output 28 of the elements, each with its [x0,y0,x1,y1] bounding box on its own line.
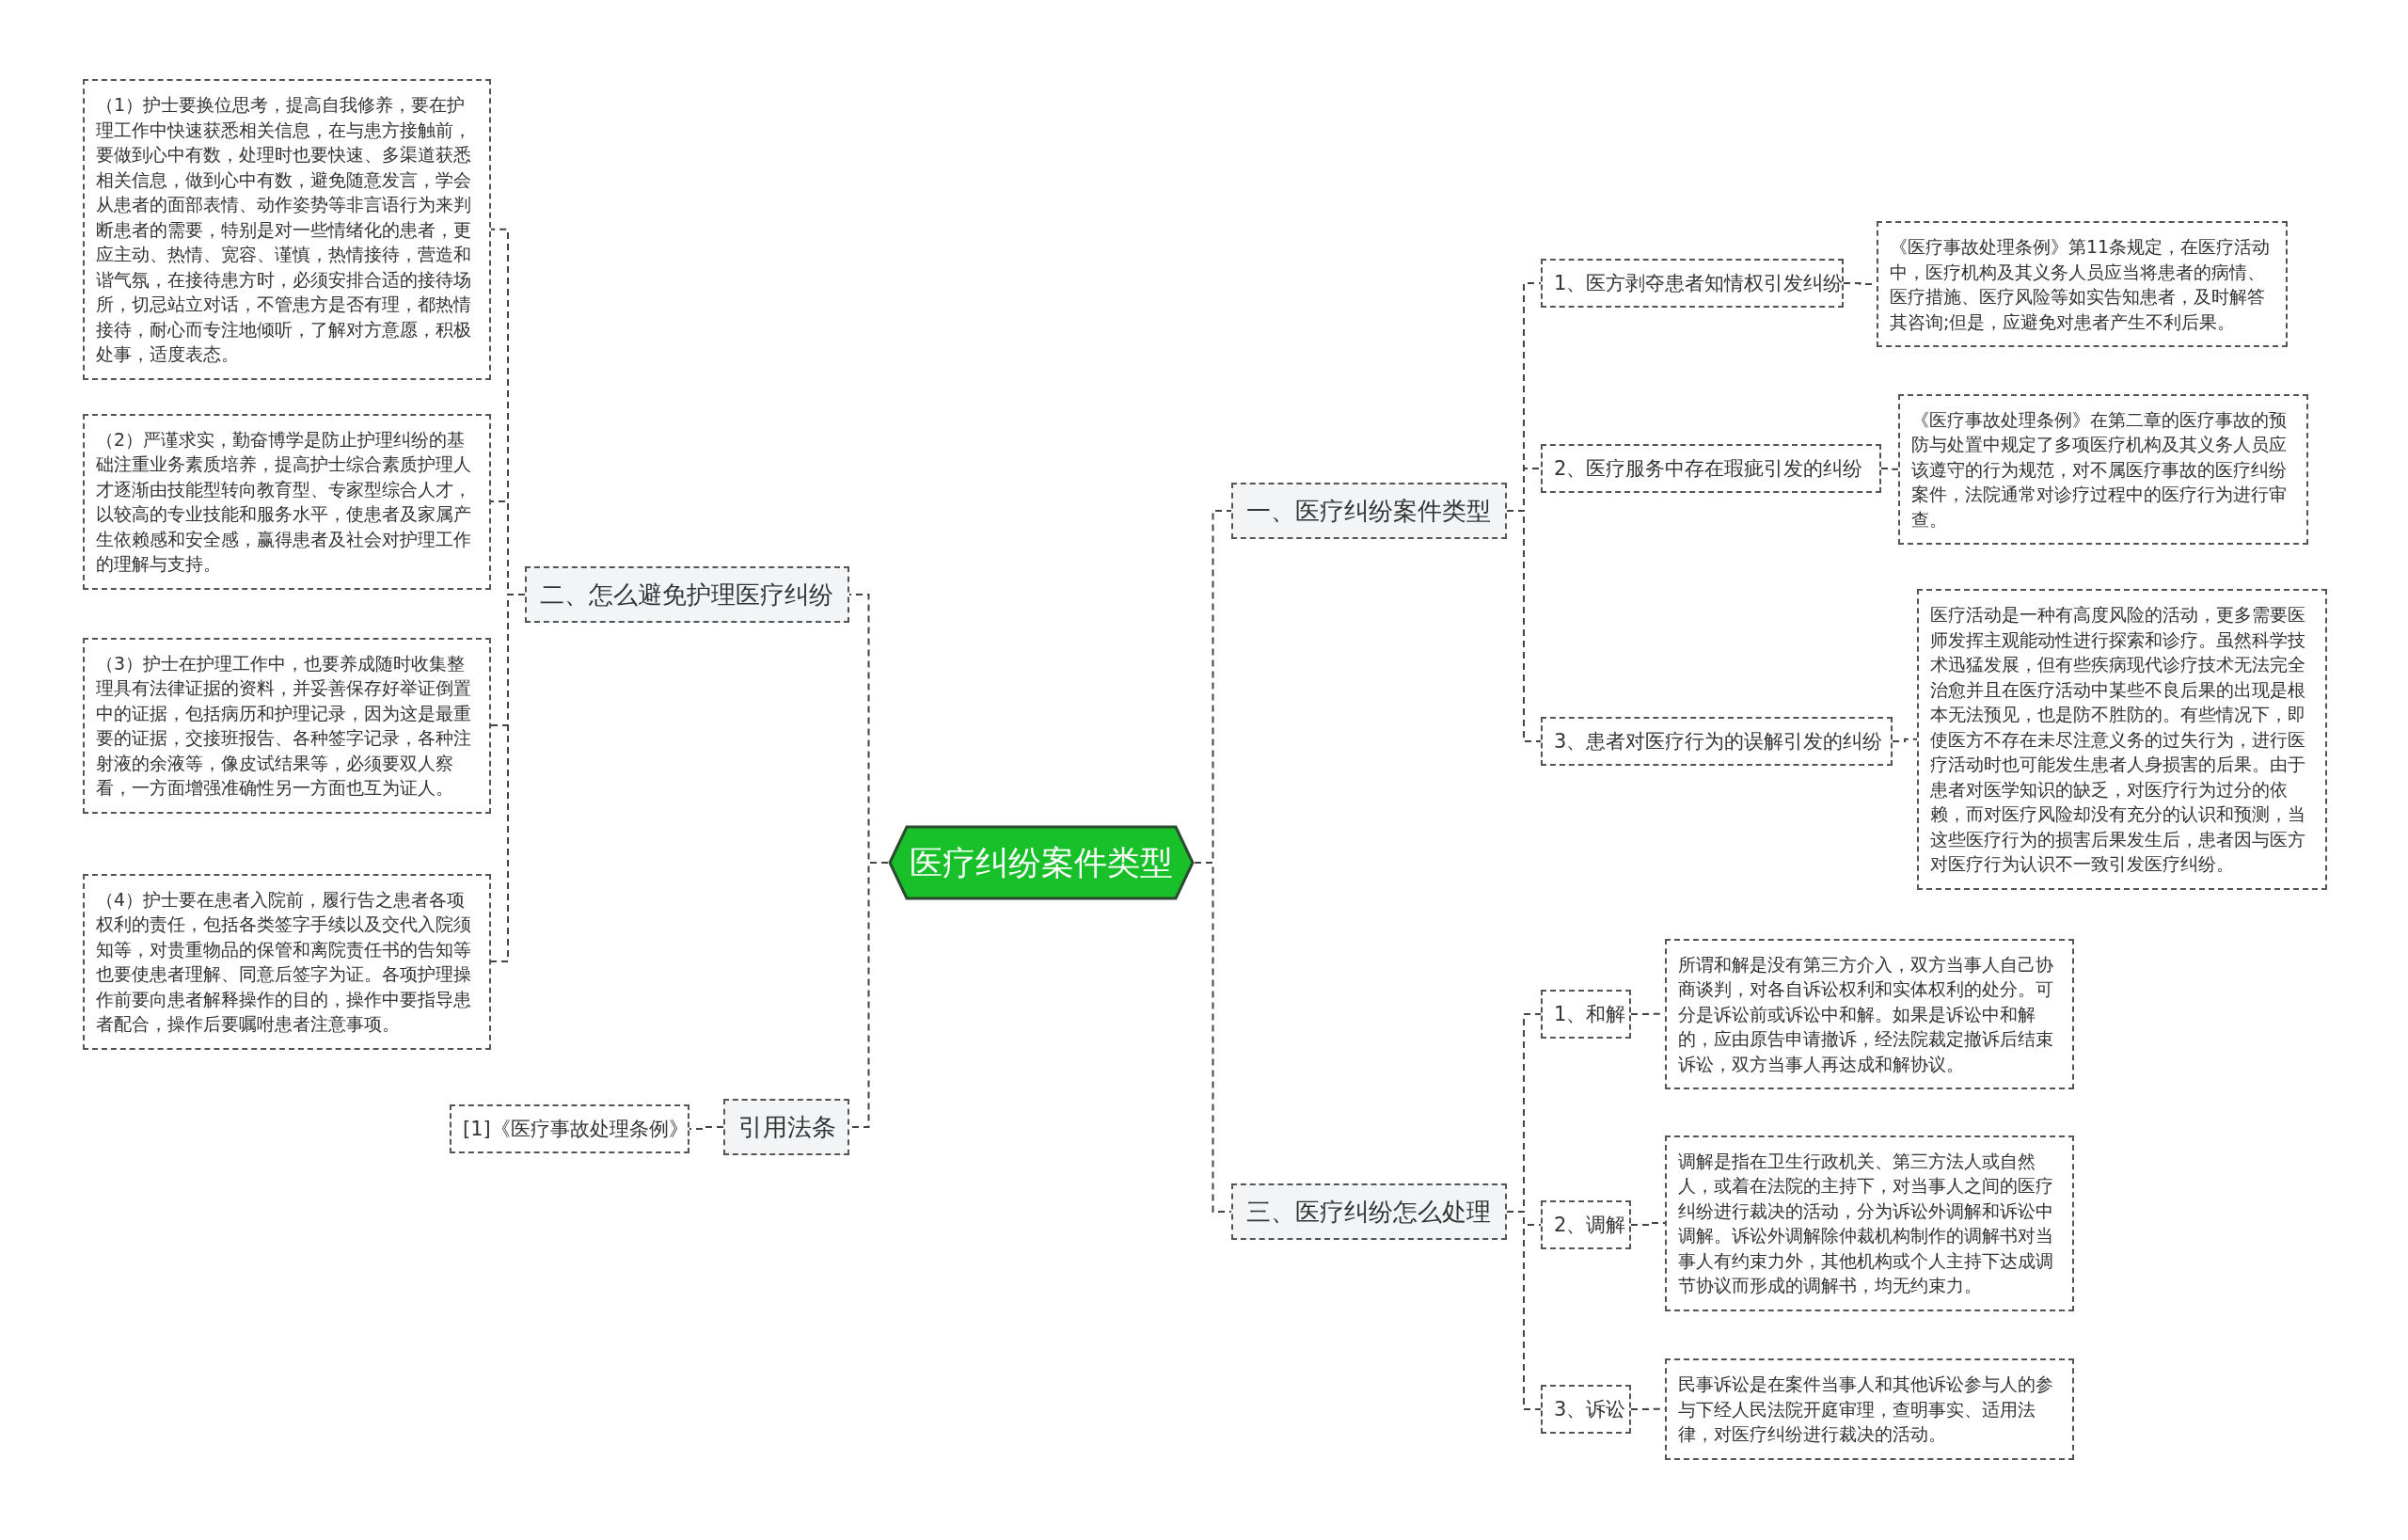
subtopic-box: 1、和解 [1541,990,1631,1039]
note-box: 所谓和解是没有第三方介入，双方当事人自己协商谈判，对各自诉讼权利和实体权利的处分。可分是诉讼前或诉讼中和解。如果是诉讼中和解的，应由原告申请撤诉，经法院裁定撤诉后结束诉讼，双方当事人再达成和解协议。 [1665,938,2074,1089]
branch-topic: 引用法条 [723,1099,849,1155]
connector-line [1506,510,1542,742]
subtopic-box: 2、医疗服务中存在瑕疵引发的纠纷 [1541,444,1881,493]
subtopic-box: 3、诉讼 [1541,1385,1631,1434]
note-box: （4）护士要在患者入院前，履行告之患者各项权利的责任，包括各类签字手续以及交代入院须知等，对贵重物品的保管和离院责任书的告知等也要使患者理解、同意后签字为证。各项护理操作前要向患者解释操作的目的，操作中要指导患者配合，操作后要嘱咐患者注意事项。 [83,873,491,1050]
subtopic-box: 1、医方剥夺患者知情权引发纠纷 [1541,259,1844,308]
note-box: 民事诉讼是在案件当事人和其他诉讼参与人的参与下经人民法院开庭审理，查明事实、适用法律，对医疗纠纷进行裁决的活动。 [1665,1358,2074,1460]
central-topic: 医疗纠纷案件类型 [888,825,1195,900]
connector-line [1506,1211,1542,1410]
note-box: 《医疗事故处理条例》在第二章的医疗事故的预防与处置中规定了多项医疗机构及其义务人员应该遵守的行为规范，对不属医疗事故的医疗纠纷案件，法院通常对诊疗过程中的医疗行为进行审查。 [1898,393,2308,545]
subtopic-box: 2、调解 [1541,1200,1631,1249]
note-box: 《医疗事故处理条例》第11条规定，在医疗活动中，医疗机构及其义务人员应当将患者的病情、医疗措施、医疗风险等如实告知患者，及时解答其咨询;但是，应避免对患者产生不利后果。 [1877,221,2288,347]
connector-line [689,1126,724,1130]
subtopic-box: 3、患者对医疗行为的误解引发的纠纷 [1541,717,1893,766]
branch-topic: 一、医疗纠纷案件类型 [1231,483,1507,539]
connector-line [1630,1222,1666,1226]
connector-line [1892,738,1918,742]
note-box: （1）护士要换位思考，提高自我修养，要在护理工作中快速获悉相关信息，在与患方接触前，要做到心中有数，处理时也要快速、多渠道获悉相关信息，做到心中有数，避免随意发言，学会从患者的面部表情、动作姿势等非言语行为来判断患者的需要，特别是对一些情绪化的患者，更应主动、热情、宽容、谨慎，热情接待，营造和谐气氛，在接待患方时，必须安排合适的接待场所，切忌站立对话，不管患方是否有理，都热情接待，耐心而专注地倾听，了解对方意愿，积极处事，适度表态。 [83,79,491,380]
note-box: 调解是指在卫生行政机关、第三方法人或自然人，或着在法院的主持下，对当事人之间的医疗纠纷进行裁决的活动，分为诉讼外调解和诉讼中调解。诉讼外调解除仲裁机构制作的调解书对当事人有约束力外，其他机构或个人主持下达成调节协议而形成的调解书，均无约束力。 [1665,1135,2074,1311]
branch-topic: 二、怎么避免护理医疗纠纷 [525,566,849,623]
branch-topic: 三、医疗纠纷怎么处理 [1231,1183,1507,1240]
note-box: 医疗活动是一种有高度风险的活动，更多需要医师发挥主观能动性进行探索和诊疗。虽然科学技术迅猛发展，但有些疾病现代诊疗技术无法完全治愈并且在医疗活动中某些不良后果的出现是根本无法预见，也是防不胜防的。有些情况下，即使医方不存在未尽注意义务的过失行为，进行医疗活动时也可能发生患者人身损害的后果。由于患者对医学知识的缺乏，对医疗行为过分的依赖，而对医疗风险却没有充分的认识和预测，当这些医疗行为的损害后果发生后，患者因与医方对医疗行为认识不一致引发医疗纠纷。 [1917,589,2327,890]
note-box: （3）护士在护理工作中，也要养成随时收集整理具有法律证据的资料，并妥善保存好举证倒置中的证据，包括病历和护理记录，因为这是最重要的证据，交接班报告、各种签字记录，各种注射液的余液等，像皮试结果等，必须要双人察看，一方面增强准确性另一方面也互为证人。 [83,637,491,814]
subtopic-box: [1]《医疗事故处理条例》 [450,1104,689,1153]
connector-line [1880,468,1899,470]
note-box: （2）严谨求实，勤奋博学是防止护理纠纷的基础注重业务素质培养，提高护士综合素质护理人才逐渐由技能型转向教育型、专家型综合人才，以较高的专业技能和服务水平，使患者及家属产生依赖感和安全感，赢得患者及社会对护理工作的理解与支持。 [83,413,491,590]
